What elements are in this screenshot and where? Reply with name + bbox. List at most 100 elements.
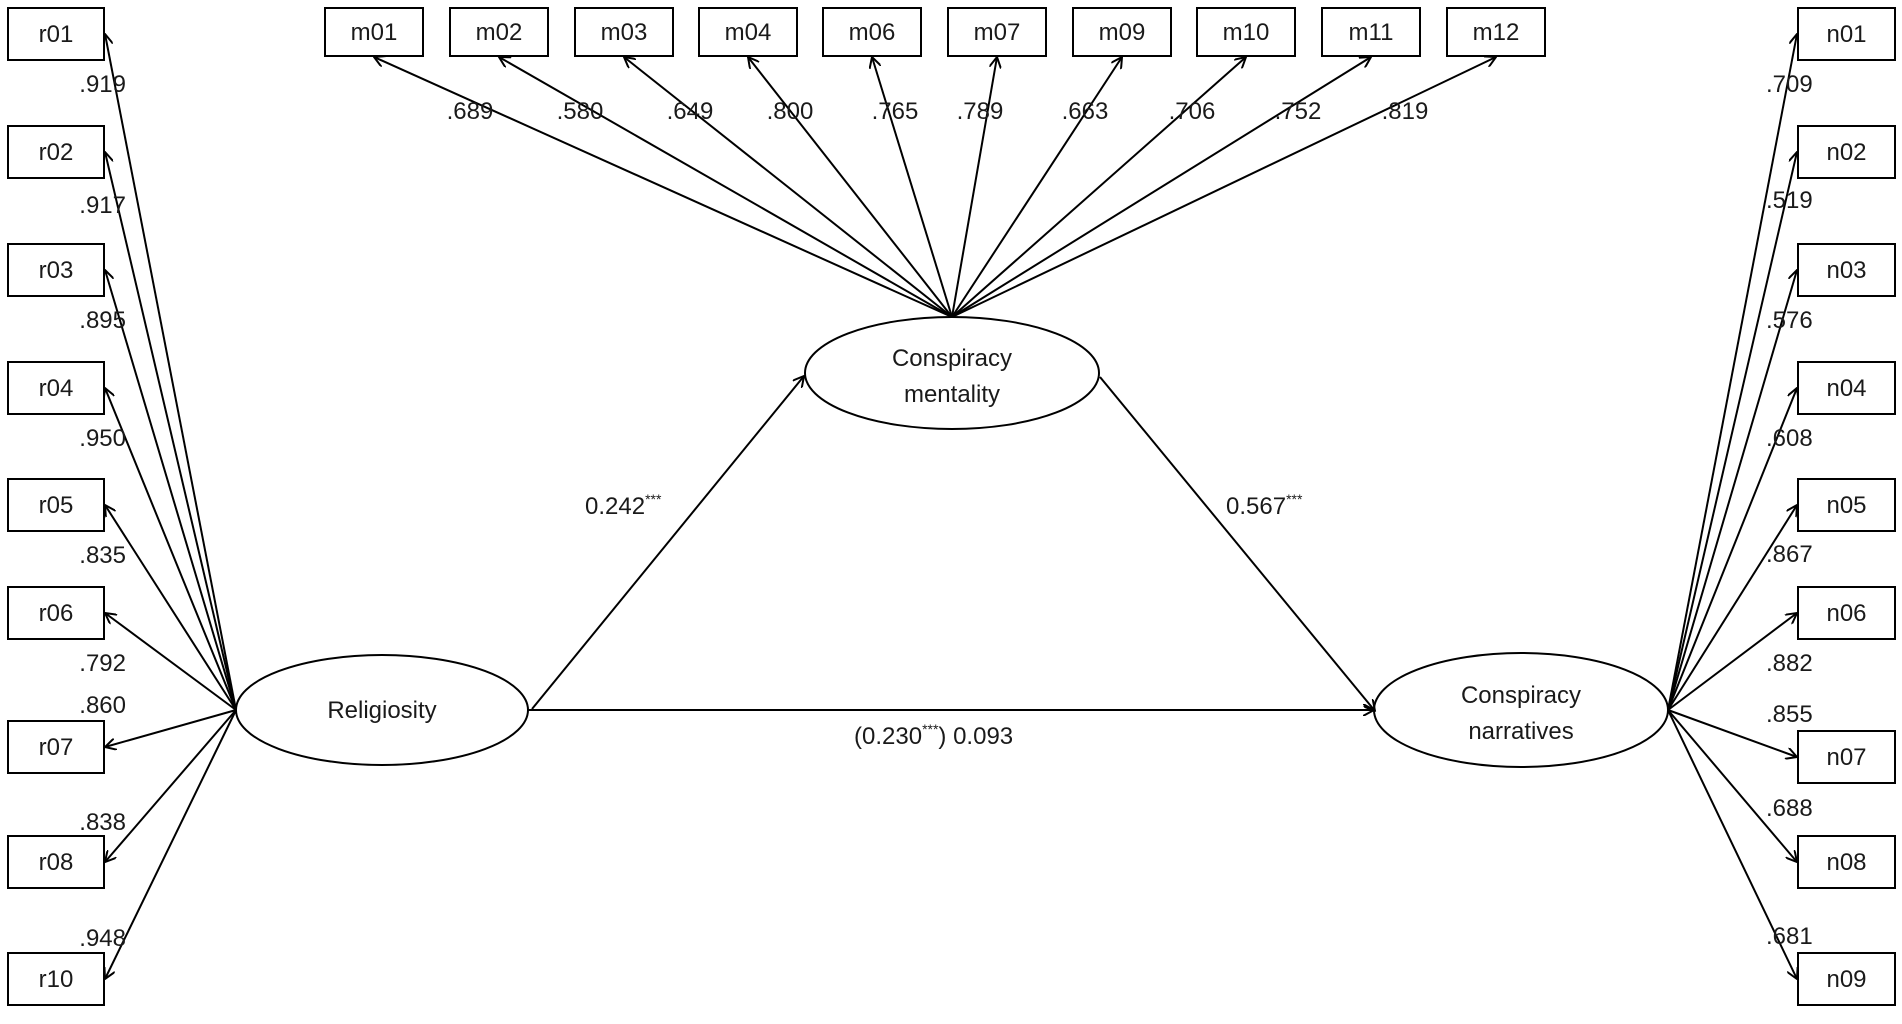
path-c-direct: ) 0.093 bbox=[938, 723, 1013, 750]
indicator-r01: r01 bbox=[7, 7, 105, 61]
latent-religiosity-label: Religiosity bbox=[327, 697, 436, 724]
indicator-r02-label: r02 bbox=[39, 139, 74, 166]
indicator-m10: m10 bbox=[1196, 7, 1296, 57]
indicator-m06: m06 bbox=[822, 7, 922, 57]
loading-arrow-m11 bbox=[951, 57, 1371, 318]
path-a-stars: *** bbox=[645, 491, 662, 507]
indicator-r10: r10 bbox=[7, 952, 105, 1006]
indicator-m12: m12 bbox=[1446, 7, 1546, 57]
loading-arrow-r03 bbox=[105, 270, 237, 711]
latent-conspiracy-mentality: Conspiracy mentality bbox=[804, 316, 1100, 430]
indicator-n02-label: n02 bbox=[1826, 139, 1866, 166]
path-a-coefficient: 0.242*** bbox=[585, 491, 662, 520]
indicator-n04-label: n04 bbox=[1826, 375, 1866, 402]
indicator-n09-label: n09 bbox=[1826, 966, 1866, 993]
indicator-r07: r07 bbox=[7, 720, 105, 774]
indicator-m04: m04 bbox=[698, 7, 798, 57]
indicator-m01-label: m01 bbox=[351, 19, 398, 46]
latent-conspiracy-mentality-label-line2: mentality bbox=[904, 381, 1000, 408]
indicator-r05-label: r05 bbox=[39, 492, 74, 519]
indicator-m03: m03 bbox=[574, 7, 674, 57]
loading-arrow-m10 bbox=[951, 57, 1246, 318]
loading-value-m07: .789 bbox=[957, 98, 1004, 125]
loading-value-n01: .709 bbox=[1766, 71, 1813, 98]
loading-arrow-r10 bbox=[105, 709, 237, 979]
indicator-m09-label: m09 bbox=[1099, 19, 1146, 46]
indicator-m10-label: m10 bbox=[1223, 19, 1270, 46]
loading-arrow-n04 bbox=[1667, 388, 1797, 711]
indicator-r05: r05 bbox=[7, 478, 105, 532]
loading-value-r01: .919 bbox=[79, 71, 126, 98]
indicator-m11: m11 bbox=[1321, 7, 1421, 57]
indicator-n05: n05 bbox=[1797, 478, 1896, 532]
indicator-n02: n02 bbox=[1797, 125, 1896, 179]
indicator-n06-label: n06 bbox=[1826, 600, 1866, 627]
loading-arrow-m01 bbox=[374, 57, 953, 318]
loading-arrow-r02 bbox=[105, 152, 237, 711]
loading-value-r02: .917 bbox=[79, 192, 126, 219]
loading-labels-layer: .919.917.895.950.835.792.860.838.948.689… bbox=[79, 71, 1812, 952]
loading-arrow-n03 bbox=[1667, 270, 1797, 711]
loading-arrow-m12 bbox=[951, 57, 1496, 318]
loading-arrow-m09 bbox=[951, 57, 1122, 318]
latent-religiosity: Religiosity bbox=[235, 654, 529, 766]
indicator-n03-label: n03 bbox=[1826, 257, 1866, 284]
path-c-total: (0.230 bbox=[854, 723, 922, 750]
loading-value-n05: .867 bbox=[1766, 541, 1813, 568]
loading-value-r05: .835 bbox=[79, 542, 126, 569]
indicator-r02: r02 bbox=[7, 125, 105, 179]
loading-value-m01: .689 bbox=[447, 98, 494, 125]
indicator-r03: r03 bbox=[7, 243, 105, 297]
indicator-n05-label: n05 bbox=[1826, 492, 1866, 519]
indicator-n06: n06 bbox=[1797, 586, 1896, 640]
loading-value-m11: .752 bbox=[1275, 98, 1322, 125]
indicator-r01-label: r01 bbox=[39, 21, 74, 48]
indicator-n01: n01 bbox=[1797, 7, 1896, 61]
latent-conspiracy-narratives-label-line2: narratives bbox=[1468, 718, 1573, 745]
loading-value-n04: .608 bbox=[1766, 425, 1813, 452]
loading-arrow-n06 bbox=[1667, 613, 1797, 711]
loading-arrow-m07 bbox=[951, 57, 997, 318]
loading-value-m09: .663 bbox=[1062, 98, 1109, 125]
loading-value-m02: .580 bbox=[557, 98, 604, 125]
loading-arrow-m03 bbox=[624, 57, 953, 318]
indicator-m01: m01 bbox=[324, 7, 424, 57]
indicator-n08: n08 bbox=[1797, 835, 1896, 889]
indicator-r08-label: r08 bbox=[39, 849, 74, 876]
loading-arrow-r07 bbox=[105, 709, 237, 747]
loading-value-m12: .819 bbox=[1382, 98, 1429, 125]
loading-value-m04: .800 bbox=[767, 98, 814, 125]
loading-arrow-n07 bbox=[1667, 709, 1797, 757]
path-c-stars: *** bbox=[922, 721, 939, 737]
indicator-m03-label: m03 bbox=[601, 19, 648, 46]
indicator-r06: r06 bbox=[7, 586, 105, 640]
loading-arrow-n05 bbox=[1667, 505, 1797, 711]
loading-value-n09: .681 bbox=[1766, 923, 1813, 950]
loading-value-r03: .895 bbox=[79, 307, 126, 334]
loading-arrow-n08 bbox=[1667, 709, 1797, 862]
path-a-religiosity-to-mentality bbox=[531, 376, 804, 710]
indicator-n04: n04 bbox=[1797, 361, 1896, 415]
edges-layer bbox=[105, 34, 1797, 979]
indicator-n03: n03 bbox=[1797, 243, 1896, 297]
loading-value-r04: .950 bbox=[79, 425, 126, 452]
indicator-m06-label: m06 bbox=[849, 19, 896, 46]
loading-value-r08: .838 bbox=[79, 809, 126, 836]
indicator-r07-label: r07 bbox=[39, 734, 74, 761]
indicator-n07: n07 bbox=[1797, 730, 1896, 784]
indicator-r06-label: r06 bbox=[39, 600, 74, 627]
indicator-m07-label: m07 bbox=[974, 19, 1021, 46]
indicator-n09: n09 bbox=[1797, 952, 1896, 1006]
loading-value-r07: .860 bbox=[79, 692, 126, 719]
loading-arrow-n02 bbox=[1667, 152, 1797, 711]
loading-arrow-r01 bbox=[105, 34, 237, 711]
indicator-n07-label: n07 bbox=[1826, 744, 1866, 771]
latent-conspiracy-narratives: Conspiracy narratives bbox=[1373, 652, 1669, 768]
indicator-r03-label: r03 bbox=[39, 257, 74, 284]
indicator-m04-label: m04 bbox=[725, 19, 772, 46]
path-b-stars: *** bbox=[1286, 491, 1303, 507]
loading-arrow-r04 bbox=[105, 388, 237, 711]
indicator-r08: r08 bbox=[7, 835, 105, 889]
loading-arrow-n09 bbox=[1667, 709, 1797, 979]
